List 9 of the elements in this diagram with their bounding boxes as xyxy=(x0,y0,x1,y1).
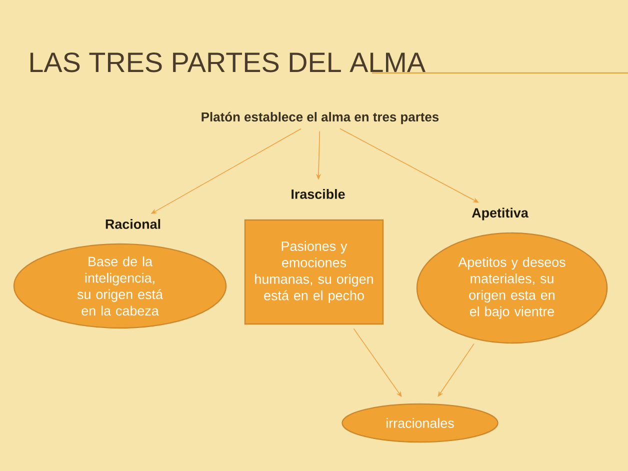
slide-title: LAS TRES PARTES DEL ALMA xyxy=(30,52,426,72)
node-heading: Racional xyxy=(106,219,160,229)
node-heading: Apetitiva xyxy=(472,208,528,220)
process-box: Pasiones y emociones humanas, su origen está en el pecho xyxy=(244,219,384,325)
ellipse-node: Apetitos y deseos materiales, su origen esta en el bajo vientre xyxy=(416,232,608,344)
ellipse-node: Base de la inteligencia, su origen está en la cabeza xyxy=(13,243,227,329)
ellipse-node: irracionales xyxy=(342,403,498,443)
intro-text: Platón establece el alma en tres partes xyxy=(202,112,439,124)
node-heading: Irascible xyxy=(292,189,345,199)
